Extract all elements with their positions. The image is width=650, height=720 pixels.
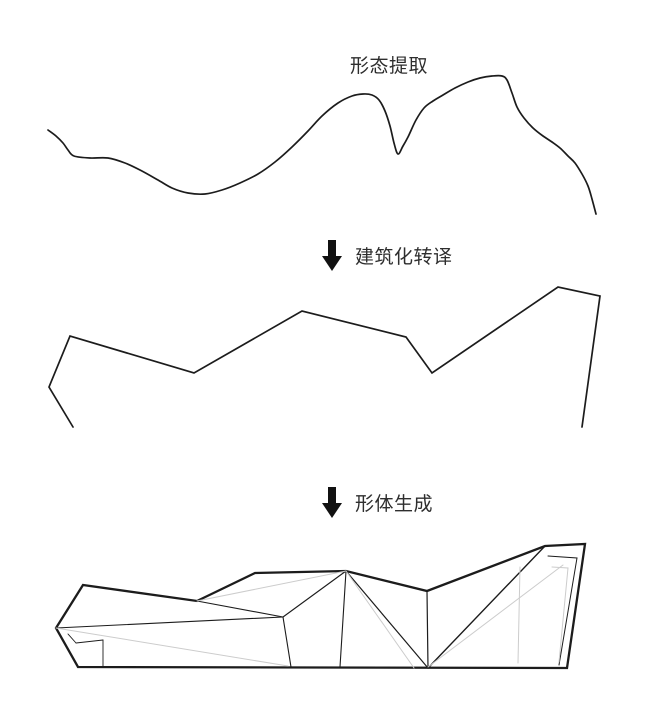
building-outline bbox=[54, 542, 587, 670]
down-arrow-stem bbox=[328, 487, 336, 504]
stage-label-form-extraction: 形态提取 bbox=[350, 56, 429, 77]
building-fold-junction-to-node bbox=[196, 600, 284, 618]
building-fold-sail-left-edge bbox=[427, 545, 546, 669]
building-fold-node-drop bbox=[282, 616, 292, 668]
building-fold-node-to-apex bbox=[282, 570, 347, 618]
building-facade-step-a bbox=[67, 633, 77, 644]
building-light-v-inner bbox=[345, 570, 415, 669]
building-fold-v-left bbox=[345, 570, 429, 669]
building-light-prow-diagonal bbox=[55, 627, 289, 667]
down-arrow-stem bbox=[328, 240, 336, 257]
stage-row-architectural-translation: 建筑化转译 bbox=[322, 240, 453, 271]
building-fold-v-vertical bbox=[426, 590, 429, 669]
building-fold-apex-drop bbox=[339, 570, 347, 668]
building-light-sail-vertical bbox=[517, 566, 521, 664]
down-arrow-icon bbox=[322, 487, 342, 518]
stage-row-form-generation: 形体生成 bbox=[322, 487, 433, 518]
terrain-curve bbox=[47, 74, 597, 215]
stage-label-form-generation: 形体生成 bbox=[355, 494, 434, 515]
building-light-sail-diagonal bbox=[427, 564, 564, 668]
building-light-sail-inset bbox=[551, 566, 569, 663]
down-arrow-head bbox=[322, 503, 342, 518]
building-fold-prow-to-node bbox=[55, 616, 284, 629]
down-arrow-icon bbox=[322, 240, 342, 271]
building-sail-inset bbox=[547, 555, 578, 666]
stage-label-architectural-translation: 建筑化转译 bbox=[355, 247, 453, 268]
building-light-plateau-diagonal bbox=[196, 570, 347, 602]
translated-polyline bbox=[48, 286, 601, 428]
building-facade-step-b bbox=[75, 639, 104, 644]
down-arrow-head bbox=[322, 256, 342, 271]
